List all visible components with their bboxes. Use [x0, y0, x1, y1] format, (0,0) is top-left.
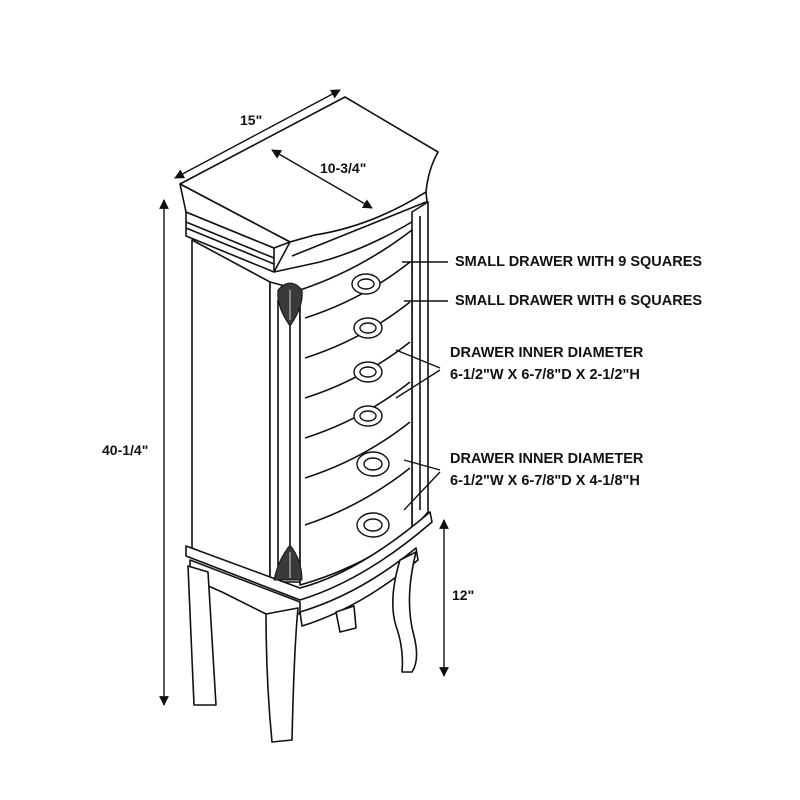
callout-leader-3a	[395, 349, 441, 369]
leaf-ornament-bottom	[273, 544, 303, 581]
callout-low-size: 6-1/2"W X 6-7/8"D X 4-1/8"H	[450, 473, 640, 489]
callout-leader-3b	[395, 369, 441, 399]
cabinet-base	[185, 511, 433, 601]
callout-low-title: DRAWER INNER DIAMETER	[450, 451, 644, 467]
leg-front-left	[187, 565, 217, 706]
drawer-knobs	[351, 273, 390, 538]
width-dimension-line	[174, 89, 341, 179]
callout-mid-size: 6-1/2"W X 6-7/8"D X 2-1/2"H	[450, 367, 640, 383]
callout-leader-4a	[403, 459, 441, 471]
callout-small-drawer-6: SMALL DRAWER WITH 6 SQUARES	[455, 293, 703, 309]
height-label: 40-1/4"	[102, 442, 149, 458]
callout-low-drawers: DRAWER INNER DIAMETER 6-1/2"W X 6-7/8"D …	[450, 448, 643, 492]
leg-height-label: 12"	[452, 587, 475, 603]
depth-label: 10-3/4"	[320, 160, 367, 176]
depth-dimension-line	[271, 149, 373, 209]
width-label: 15"	[240, 112, 263, 128]
callout-mid-drawers: DRAWER INNER DIAMETER 6-1/2"W X 6-7/8"D …	[450, 342, 643, 386]
leg-right	[392, 551, 418, 673]
leg-front-center	[265, 607, 299, 743]
callout-leader-4b	[403, 471, 441, 511]
leg-back	[335, 605, 357, 633]
left-column	[269, 281, 301, 583]
callout-small-drawer-9: SMALL DRAWER WITH 9 SQUARES	[455, 254, 703, 270]
callout-mid-title: DRAWER INNER DIAMETER	[450, 345, 644, 361]
side-panel	[191, 239, 271, 583]
